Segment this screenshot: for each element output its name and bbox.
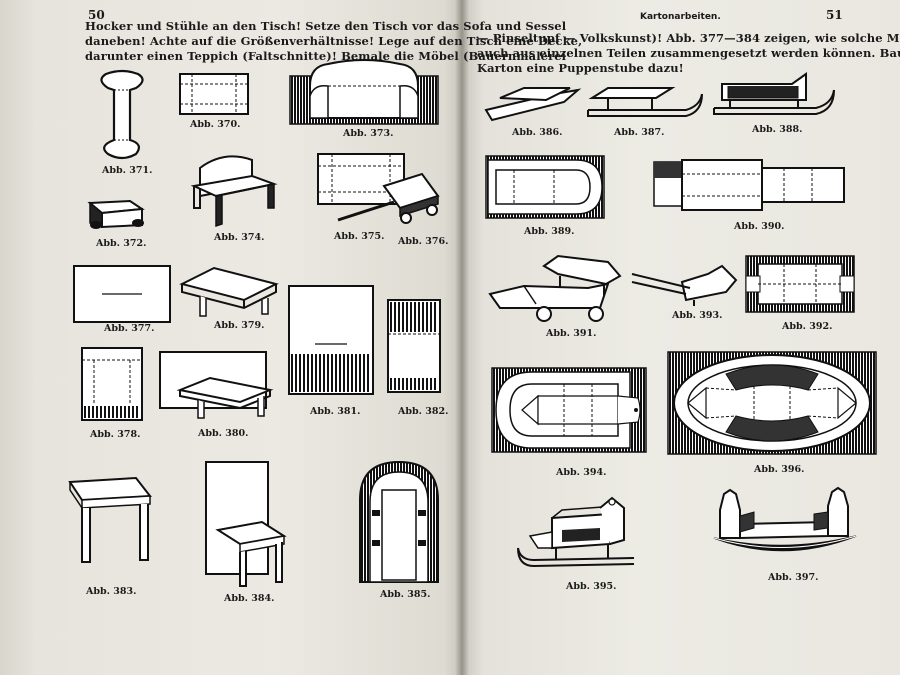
figure-caption: Abb. 391. bbox=[546, 328, 597, 339]
figure-caption: Abb. 392. bbox=[782, 321, 833, 332]
figure-375-table-pattern bbox=[316, 152, 406, 208]
text-line: — Pinseltupf — Volkskunst)! Abb. 377—384… bbox=[477, 31, 900, 45]
figure-374-sofa-model bbox=[190, 150, 278, 230]
figure-caption: Abb. 377. bbox=[104, 323, 155, 334]
figure-caption: Abb. 393. bbox=[672, 310, 723, 321]
figure-caption: Abb. 380. bbox=[198, 428, 249, 439]
figure-caption: Abb. 372. bbox=[96, 238, 147, 249]
figure-378-chest-pattern bbox=[80, 346, 144, 422]
figure-377-panel bbox=[72, 264, 172, 324]
figure-393-handcart bbox=[630, 264, 738, 308]
figure-caption: Abb. 385. bbox=[380, 589, 431, 600]
figure-caption: Abb. 374. bbox=[214, 232, 265, 243]
figure-380-table-model bbox=[158, 350, 272, 422]
figure-384-chair bbox=[204, 460, 286, 588]
figure-caption: Abb. 386. bbox=[512, 127, 563, 138]
text-line: daneben! Achte auf die Größenverhältniss… bbox=[85, 34, 583, 48]
figure-397-rocking-sleigh bbox=[710, 488, 860, 564]
figure-caption: Abb. 384. bbox=[224, 593, 275, 604]
figure-381-cupboard-pattern bbox=[287, 284, 375, 396]
text-line: auch aus einzelnen Teilen zusammengesetz… bbox=[477, 46, 900, 60]
figure-caption: Abb. 378. bbox=[90, 429, 141, 440]
figure-386-sled bbox=[484, 84, 580, 124]
figure-caption: Abb. 387. bbox=[614, 127, 665, 138]
figure-caption: Abb. 379. bbox=[214, 320, 265, 331]
figure-387-sled bbox=[586, 84, 704, 122]
figure-caption: Abb. 383. bbox=[86, 586, 137, 597]
figure-390-strip-pattern bbox=[652, 156, 848, 214]
figure-395-sleigh bbox=[516, 496, 642, 570]
figure-388-sled-box bbox=[712, 70, 838, 122]
figure-373-sofa-pattern bbox=[288, 56, 440, 128]
figure-370-box-pattern bbox=[178, 72, 250, 116]
figure-caption: Abb. 376. bbox=[398, 236, 449, 247]
figure-caption: Abb. 395. bbox=[566, 581, 617, 592]
figure-376-handcart bbox=[336, 172, 442, 228]
figure-caption: Abb. 396. bbox=[754, 464, 805, 475]
figure-caption: Abb. 370. bbox=[190, 119, 241, 130]
running-header: Kartonarbeiten. bbox=[640, 12, 721, 22]
figure-371-stool-pattern bbox=[92, 70, 152, 160]
figure-caption: Abb. 371. bbox=[102, 165, 153, 176]
figure-caption: Abb. 373. bbox=[343, 128, 394, 139]
figure-389-sled-pattern bbox=[484, 154, 606, 220]
figure-392-cart-pattern bbox=[744, 254, 856, 314]
figure-382-cupboard-pattern bbox=[386, 298, 442, 394]
figure-caption: Abb. 394. bbox=[556, 467, 607, 478]
figure-caption: Abb. 382. bbox=[398, 406, 449, 417]
figure-383-table bbox=[68, 474, 152, 566]
text-line: Hocker und Stühle an den Tisch! Setze de… bbox=[85, 19, 567, 33]
figure-394-sleigh-pattern bbox=[490, 366, 648, 454]
figure-caption: Abb. 381. bbox=[310, 406, 361, 417]
figure-caption: Abb. 397. bbox=[768, 572, 819, 583]
page-number-right: 51 bbox=[826, 8, 843, 22]
figure-385-arch-door bbox=[358, 460, 440, 584]
text-line: Karton eine Puppenstube dazu! bbox=[477, 61, 684, 75]
figure-396-sleigh-pattern bbox=[666, 350, 878, 456]
right-page bbox=[462, 0, 900, 675]
text-line: darunter einen Teppich (Faltschnitte)! B… bbox=[85, 49, 567, 63]
figure-caption: Abb. 375. bbox=[334, 231, 385, 242]
figure-caption: Abb. 388. bbox=[752, 124, 803, 135]
figure-379-bench bbox=[180, 266, 278, 318]
figure-372-stool-model bbox=[82, 195, 148, 231]
figure-391-cart bbox=[488, 254, 624, 324]
figure-caption: Abb. 389. bbox=[524, 226, 575, 237]
figure-caption: Abb. 390. bbox=[734, 221, 785, 232]
page-number-left: 50 bbox=[88, 8, 105, 22]
book-gutter bbox=[455, 0, 469, 675]
